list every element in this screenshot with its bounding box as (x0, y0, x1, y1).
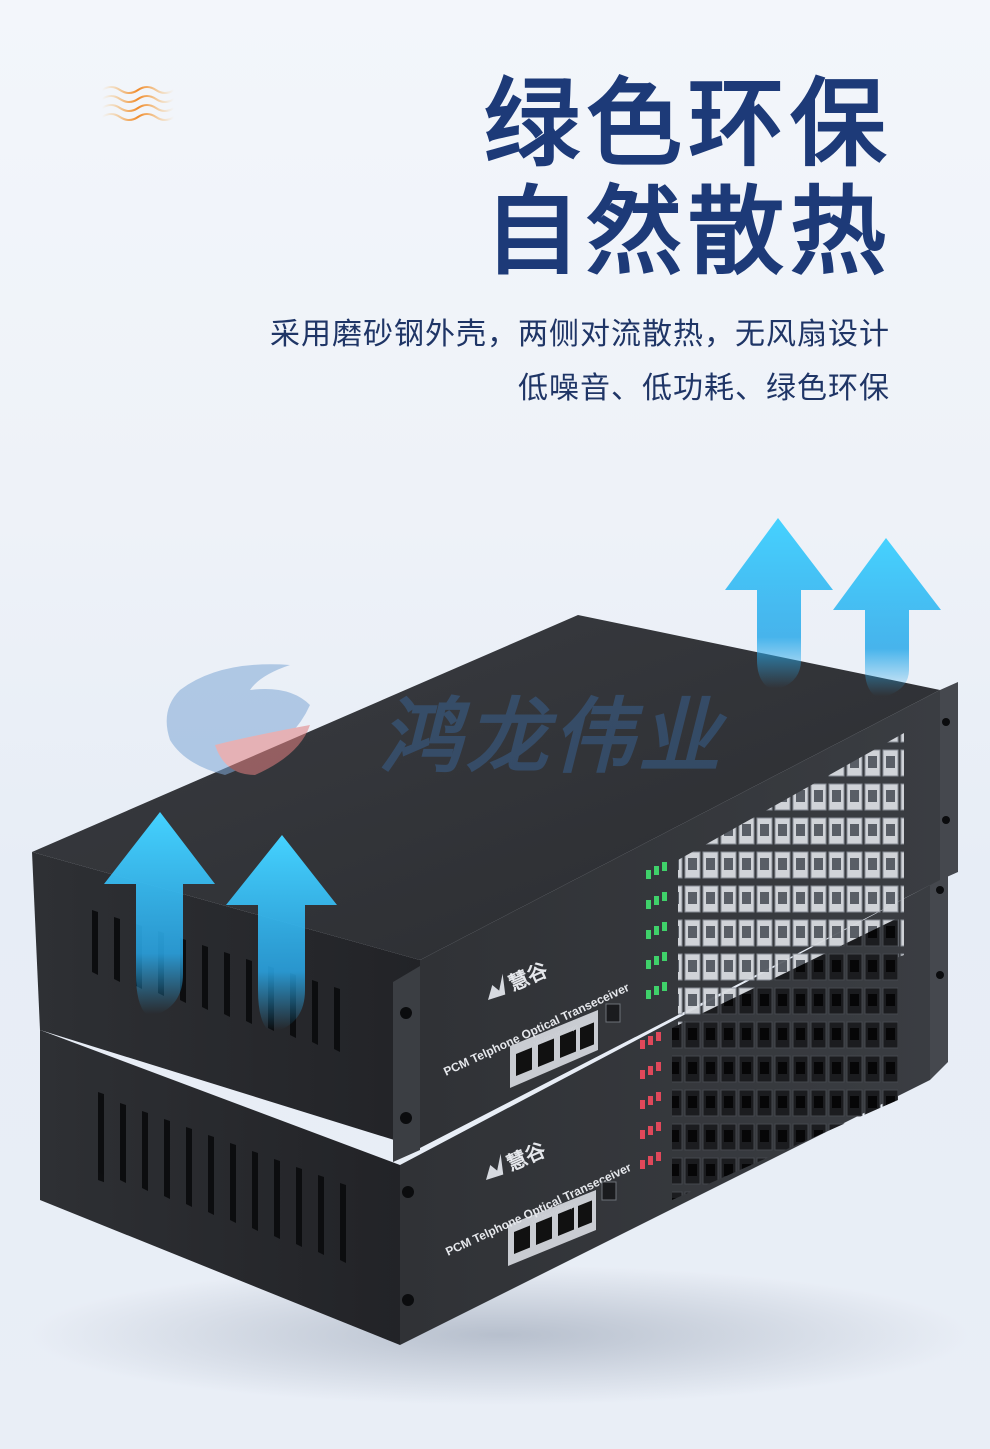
logo-icon (488, 973, 506, 1000)
watermark-text: 鸿龙伟业 (380, 690, 724, 785)
up-arrow-icon (104, 812, 215, 1014)
lower-side-vent-slots (98, 1095, 346, 1263)
headline: 绿色环保 自然散热 (484, 70, 892, 286)
headline-line-1: 绿色环保 (484, 68, 892, 180)
upper-rack-ear (940, 682, 958, 880)
upper-left-ear (393, 966, 420, 1162)
up-arrow-icon (226, 835, 337, 1030)
upper-status-leds (646, 862, 667, 999)
lower-port-panel (672, 918, 898, 1200)
upper-ethernet-ports (510, 1010, 598, 1088)
up-arrow-icon (725, 518, 833, 688)
headline-line-2: 自然散热 (484, 176, 892, 288)
subtitle-line-2: 低噪音、低功耗、绿色环保 (518, 371, 890, 406)
lower-fiber-port (601, 1181, 617, 1201)
lower-rack-ear (930, 862, 948, 1080)
watermark-logo (166, 664, 310, 775)
rack-ear-holes (400, 718, 950, 1306)
subtitle: 采用磨砂钢外壳，两侧对流散热，无风扇设计 低噪音、低功耗、绿色环保 (270, 308, 890, 416)
lower-ethernet-ports (508, 1190, 596, 1266)
wave-decoration-icon (101, 86, 174, 121)
product-scene: 慧谷 慧谷 PCM Telphone Optical Transeceiver … (30, 518, 970, 1405)
up-arrow-icon (833, 538, 941, 696)
floor-shadow (30, 1265, 970, 1405)
lower-status-leds (640, 1032, 661, 1169)
upper-fiber-port (605, 1003, 621, 1023)
logo-icon (486, 1153, 504, 1180)
lower-unit-side (40, 1030, 400, 1345)
subtitle-line-1: 采用磨砂钢外壳，两侧对流散热，无风扇设计 (270, 317, 890, 352)
